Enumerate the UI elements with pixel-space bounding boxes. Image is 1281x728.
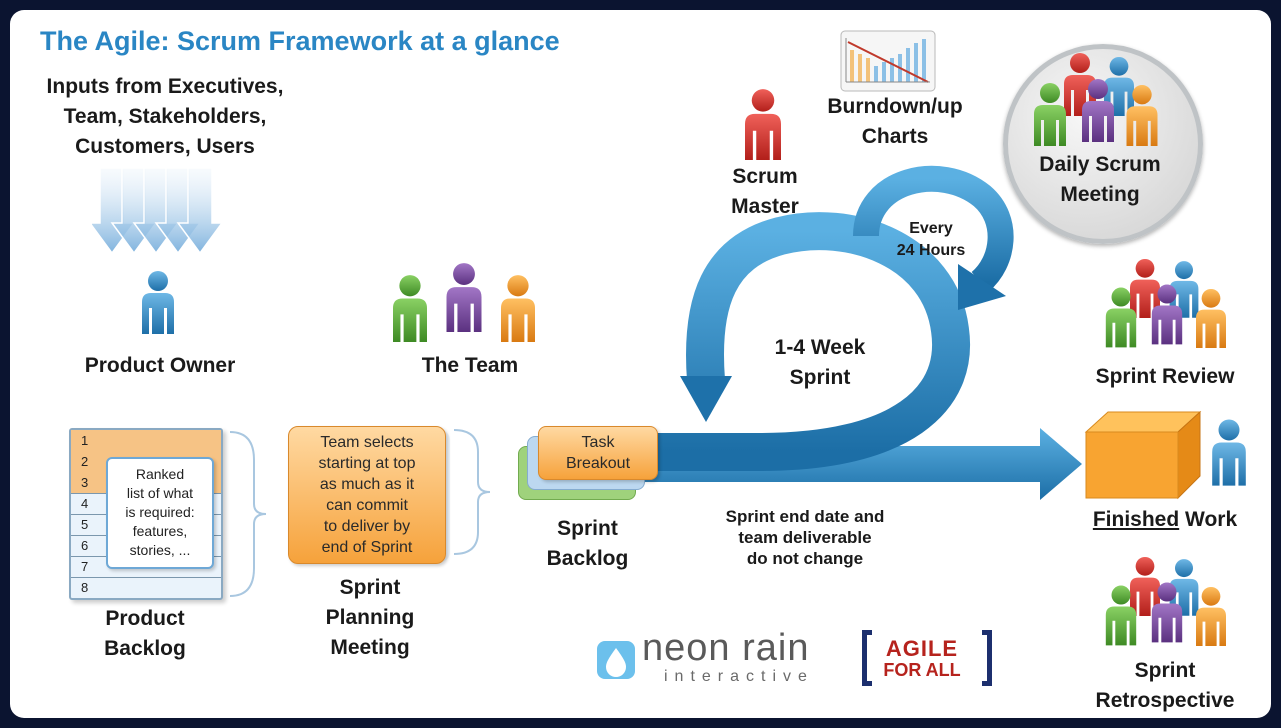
- backlog-row-number: 1: [81, 433, 89, 448]
- sprint-end-line-2: team deliverable: [738, 528, 872, 547]
- task-breakout-card: Task Breakout: [538, 426, 658, 480]
- backlog-row-number: 6: [81, 538, 89, 553]
- backlog-note-line: features,: [132, 523, 188, 539]
- sprint-planning-line-1: Sprint: [339, 576, 401, 599]
- backlog-note-line: Ranked: [135, 466, 185, 482]
- sprint-retro-line-1: Sprint: [1134, 659, 1196, 682]
- every-24-line-1: Every: [909, 220, 953, 237]
- planning-box-line: end of Sprint: [321, 539, 413, 556]
- burndown-label: Burndown/up Charts: [805, 92, 985, 152]
- agile-for-all-logo: AGILE FOR ALL: [862, 630, 992, 686]
- sprint-loop-arrowhead: [680, 376, 732, 422]
- backlog-row-number: 5: [81, 517, 89, 532]
- finished-work-label: Finished Work: [1070, 505, 1260, 535]
- daily-scrum-line-1: Daily Scrum: [1039, 153, 1161, 176]
- backlog-row-number: 8: [81, 580, 89, 595]
- backlog-note-line: stories, ...: [129, 542, 191, 558]
- scrum-master-line-1: Scrum: [732, 165, 798, 188]
- every-24-line-2: 24 Hours: [896, 242, 966, 259]
- the-team-label: The Team: [421, 354, 519, 377]
- agile-logo-line-2: FOR ALL: [883, 660, 961, 680]
- daily-scrum-line-2: Meeting: [1060, 183, 1140, 206]
- planning-box-line: starting at top: [318, 455, 416, 472]
- sprint-planning-line-2: Planning: [325, 606, 415, 629]
- scrum-master-label: Scrum Master: [700, 162, 830, 222]
- planning-box-line: to deliver by: [323, 518, 411, 535]
- inputs-line-3: Customers, Users: [75, 135, 255, 158]
- finished-work-person-icon: [1208, 418, 1250, 486]
- backlog-row-7: 7: [71, 556, 221, 578]
- product-backlog-label: Product Backlog: [80, 604, 210, 664]
- planning-bracket: [453, 429, 491, 555]
- inputs-line-2: Team, Stakeholders,: [63, 105, 267, 128]
- daily-loop-arrowhead: [958, 264, 1006, 310]
- neon-rain-logo-text: neon rain: [642, 627, 810, 669]
- backlog-note-line: is required:: [125, 504, 195, 520]
- planning-box-line: can commit: [326, 497, 408, 514]
- daily-scrum-label: Daily Scrum Meeting: [1015, 150, 1185, 210]
- box-icon: [1084, 410, 1202, 500]
- sprint-end-note: Sprint end date and team deliverable do …: [690, 506, 920, 569]
- sprint-review-label: Sprint Review: [1095, 365, 1235, 388]
- inputs-text: Inputs from Executives, Team, Stakeholde…: [20, 72, 310, 162]
- scrum-master-line-2: Master: [731, 195, 799, 218]
- daily-scrum-circle: [1003, 44, 1203, 244]
- daily-loop-arrow: [853, 165, 1014, 292]
- page-title: The Agile: Scrum Framework at a glance: [40, 26, 560, 56]
- sprint-review-team-icon: [1105, 258, 1226, 348]
- sprint-backlog-label: Sprint Backlog: [520, 514, 655, 574]
- water-drop-icon: [597, 641, 635, 679]
- backlog-row-number: 2: [81, 454, 89, 469]
- sprint-loop-arrow: [650, 212, 971, 471]
- sprint-length-line-1: 1-4 Week: [774, 336, 866, 359]
- product-backlog-line-1: Product: [105, 607, 185, 630]
- task-breakout-line-2: Breakout: [565, 455, 631, 472]
- sprint-planning-label: Sprint Planning Meeting: [290, 573, 450, 663]
- product-owner-label: Product Owner: [84, 354, 236, 377]
- backlog-bracket: [229, 431, 267, 597]
- every-24-hours-label: Every 24 Hours: [876, 218, 986, 262]
- burndown-line-2: Charts: [861, 125, 929, 148]
- work-word: Work: [1179, 508, 1238, 531]
- agile-logo-line-1: AGILE: [885, 636, 959, 661]
- backlog-row-number: 3: [81, 475, 89, 490]
- sprint-planning-line-3: Meeting: [330, 636, 410, 659]
- task-breakout-line-1: Task: [581, 434, 615, 451]
- backlog-row-number: 7: [81, 559, 89, 574]
- sprint-retrospective-team-icon: [1105, 556, 1226, 646]
- sprint-backlog-line-2: Backlog: [546, 547, 629, 570]
- sprint-planning-box: Team selects starting at top as much as …: [288, 426, 446, 564]
- burndown-chart-icon: [840, 30, 936, 92]
- sprint-length-line-2: Sprint: [789, 366, 851, 389]
- planning-box-line: Team selects: [320, 434, 414, 451]
- sprint-length-label: 1-4 Week Sprint: [740, 333, 900, 393]
- burndown-line-1: Burndown/up: [827, 95, 963, 118]
- sprint-retrospective-label: Sprint Retrospective: [1070, 656, 1260, 716]
- backlog-note-line: list of what: [126, 485, 194, 501]
- finished-word: Finished: [1092, 508, 1180, 531]
- sprint-retro-line-2: Retrospective: [1095, 689, 1235, 712]
- planning-box-line: as much as it: [319, 476, 415, 493]
- backlog-row-1: 1: [71, 430, 221, 452]
- inputs-line-1: Inputs from Executives,: [46, 75, 284, 98]
- backlog-row-number: 4: [81, 496, 89, 511]
- sprint-end-line-1: Sprint end date and: [725, 507, 885, 526]
- down-arrows-icon: [92, 168, 224, 255]
- backlog-note: Ranked list of what is required: feature…: [106, 457, 214, 569]
- sprint-end-line-3: do not change: [746, 549, 864, 568]
- neon-rain-logo-sub: interactive: [664, 668, 814, 685]
- backlog-row-8: 8: [71, 577, 221, 598]
- product-backlog-line-2: Backlog: [104, 637, 186, 660]
- sprint-backlog-line-1: Sprint: [557, 517, 618, 540]
